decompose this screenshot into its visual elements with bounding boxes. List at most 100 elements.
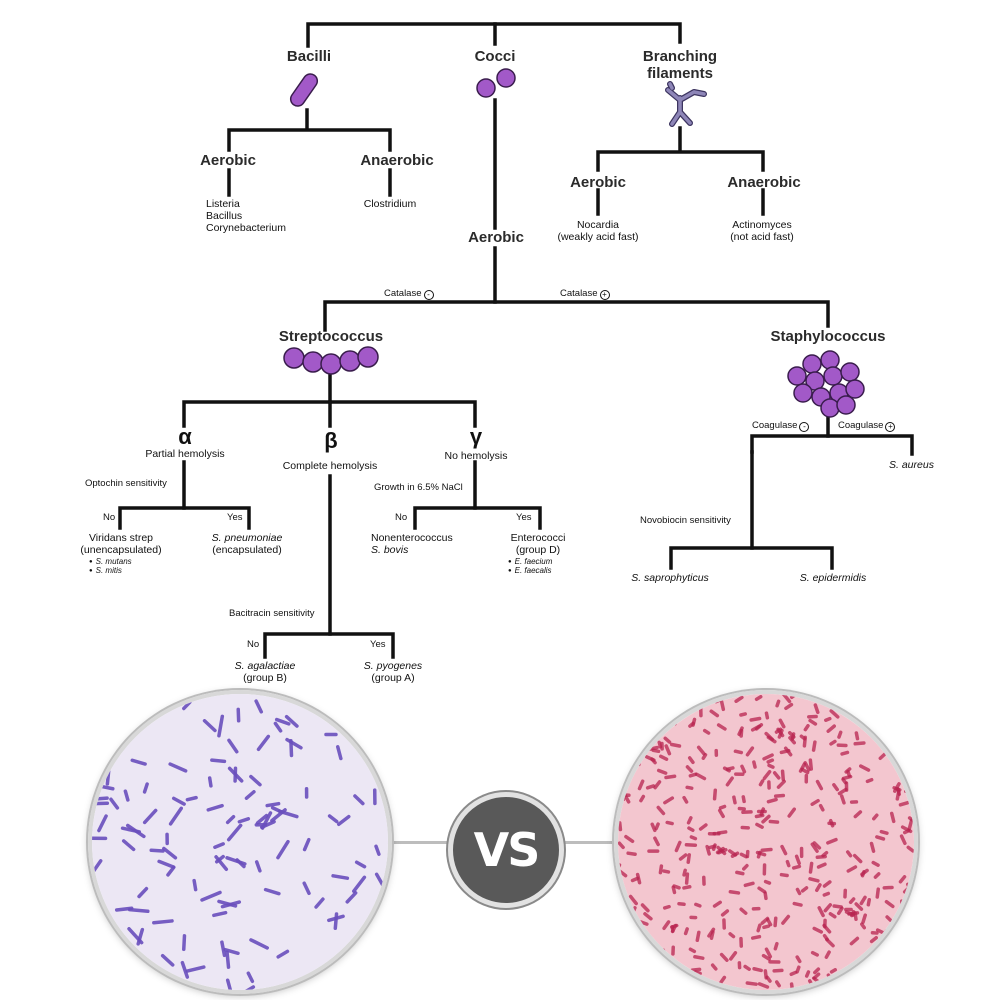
negative-sign-icon: - [799,422,810,432]
stained-cell [707,927,716,938]
stained-cell [171,796,186,806]
stained-cell [685,765,694,773]
stained-cell [227,738,239,754]
negative-sign-icon: - [423,290,434,300]
stained-cell [686,816,693,825]
stained-cell [810,798,820,806]
stained-cell [854,731,860,741]
stained-cell [121,839,136,852]
bacilli-anaerobic-label: Anaerobic [360,152,434,169]
viridans-examples: S. mutans S. mitis [89,557,132,575]
stained-cell [200,890,222,902]
stained-cell [162,846,178,860]
stained-cell [800,886,809,893]
bacilli-aerobic-examples: Listeria Bacillus Corynebacterium [206,198,286,235]
stained-cell [780,769,786,782]
stained-cell [900,825,913,834]
pyogenes-result: S. pyogenes(group A) [363,660,423,685]
stained-cell [327,914,345,923]
stained-cell [756,850,762,859]
stained-cell [815,854,827,859]
cocci-icon [476,68,516,98]
stained-cell [745,746,755,757]
stained-cell [105,768,111,786]
vs-badge: VS [448,792,564,908]
stained-cell [854,902,864,911]
stained-cell [677,901,686,907]
stained-cell [779,748,791,755]
stained-cell [773,941,779,951]
stained-cell [712,788,718,801]
stained-cell [761,953,771,961]
stained-cell [739,712,748,717]
vs-connector-right [545,841,620,844]
stained-cell [653,836,660,847]
stained-cell [846,865,858,873]
stained-cell [739,852,748,859]
stained-cell [789,970,798,977]
stained-cell [808,861,814,874]
nacl-yes-label: Yes [516,512,532,523]
stained-cell [628,894,638,906]
stained-cell [866,897,872,907]
stained-cell [226,823,243,842]
stained-cell [899,834,907,846]
stained-cell [848,897,856,905]
branching-anaerobic-label: Anaerobic [727,174,801,191]
stained-cell [687,826,695,833]
agalactiae-result: S. agalactiae(group B) [234,660,296,685]
stained-cell [694,772,707,781]
staphylococcus-cluster-icon [787,350,865,418]
stained-cell [775,980,781,988]
stained-cell [837,730,843,739]
stained-cell [763,969,768,980]
stained-cell [255,813,269,825]
stained-cell [670,923,678,934]
stained-cell [337,814,351,827]
stained-cell [225,814,236,825]
stained-cell [220,940,227,958]
stained-cell [618,821,623,832]
stained-cell [757,886,767,894]
stained-cell [762,769,772,781]
stained-cell [661,948,668,958]
stained-cell [828,912,837,919]
stained-cell [861,913,867,925]
stained-cell [626,851,637,857]
stained-cell [127,907,150,914]
aureus-result: S. aureus [889,459,934,471]
stained-cell [718,804,727,810]
stained-cell [794,854,801,866]
stained-cell [327,814,339,824]
stained-cell [808,758,814,771]
stained-cell [719,952,729,962]
stained-cell [206,803,224,812]
stained-cell [772,771,781,780]
stained-cell [142,808,158,825]
stained-cell [764,947,773,959]
stained-cell [664,744,672,756]
stained-cell [754,695,763,702]
stained-cell [192,878,198,892]
stained-cell [168,762,188,773]
stained-cell [693,955,705,960]
stained-cell [214,854,225,864]
stained-cell [779,872,789,878]
stained-cell [207,776,213,788]
nacl-test-label: Growth in 6.5% NaCl [374,482,463,493]
stained-cell [860,922,866,930]
stained-cell [869,841,876,853]
cocci-aerobic-label: Aerobic [468,229,524,246]
stained-cell [773,916,778,928]
stained-cell [689,835,698,841]
stained-cell [645,784,656,790]
stained-cell [254,860,262,873]
stained-cell [284,714,299,728]
stained-cell [686,853,691,864]
stained-cell [772,968,784,973]
stained-cell [824,716,832,722]
stained-cell [791,864,802,870]
stained-cell [755,822,764,829]
stained-cell [822,891,831,897]
